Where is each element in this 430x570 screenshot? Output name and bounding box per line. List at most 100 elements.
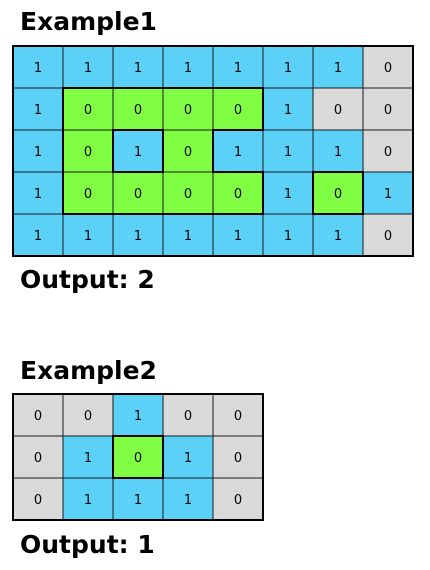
example2-cell-r2-c2: 1 xyxy=(112,477,164,521)
example1-cell-value: 0 xyxy=(384,61,392,76)
example1-cell-value: 1 xyxy=(384,187,392,202)
example1-cell-r1-c0: 1 xyxy=(12,87,64,131)
example1-cell-r4-c2: 1 xyxy=(112,213,164,257)
example2-cell-r1-c2: 0 xyxy=(112,435,164,479)
example1-cell-r1-c7: 0 xyxy=(362,87,414,131)
example1-cell-value: 0 xyxy=(384,103,392,118)
example1-cell-value: 1 xyxy=(234,145,242,160)
example2-cell-r1-c0: 0 xyxy=(12,435,64,479)
example2-cell-value: 1 xyxy=(184,493,192,508)
example1-cell-r1-c3: 0 xyxy=(162,87,214,131)
example2-cell-value: 0 xyxy=(34,493,42,508)
example1-cell-r4-c6: 1 xyxy=(312,213,364,257)
example1-cell-value: 1 xyxy=(234,61,242,76)
example1-cell-value: 1 xyxy=(84,229,92,244)
example1-cell-r3-c6: 0 xyxy=(312,171,364,215)
example2-grid-border xyxy=(12,393,264,521)
example1-cell-value: 1 xyxy=(284,103,292,118)
example2-cell-value: 0 xyxy=(184,409,192,424)
example2-cell-r0-c3: 0 xyxy=(162,393,214,437)
example1-cell-r0-c5: 1 xyxy=(262,45,314,89)
example1-cell-value: 1 xyxy=(334,145,342,160)
example1-cell-value: 1 xyxy=(334,229,342,244)
example1-cell-value: 0 xyxy=(334,103,342,118)
example1-cell-r2-c6: 1 xyxy=(312,129,364,173)
example1-cell-value: 1 xyxy=(134,61,142,76)
example1-cell-value: 1 xyxy=(334,61,342,76)
example1-output: Output: 2 xyxy=(20,265,155,294)
example1-cell-value: 1 xyxy=(284,145,292,160)
example1-cell-value: 0 xyxy=(134,103,142,118)
example1-cell-value: 1 xyxy=(34,61,42,76)
example1-cell-r3-c5: 1 xyxy=(262,171,314,215)
example1-cell-value: 1 xyxy=(284,229,292,244)
example2-cell-r1-c4: 0 xyxy=(212,435,264,479)
example1-cell-r3-c0: 1 xyxy=(12,171,64,215)
example2-cell-value: 1 xyxy=(134,493,142,508)
example1-cell-value: 0 xyxy=(184,145,192,160)
example1-cell-value: 1 xyxy=(34,229,42,244)
example2-cell-r0-c4: 0 xyxy=(212,393,264,437)
example1-cell-r0-c3: 1 xyxy=(162,45,214,89)
example1-cell-value: 0 xyxy=(384,229,392,244)
example1-cell-value: 0 xyxy=(184,187,192,202)
example1-cell-r3-c1: 0 xyxy=(62,171,114,215)
example1-cell-r2-c5: 1 xyxy=(262,129,314,173)
example1-cell-value: 1 xyxy=(284,61,292,76)
example2-cell-r2-c0: 0 xyxy=(12,477,64,521)
example2-output: Output: 1 xyxy=(20,530,155,559)
example1-cell-r0-c6: 1 xyxy=(312,45,364,89)
example1-cell-r1-c2: 0 xyxy=(112,87,164,131)
example1-cell-r3-c4: 0 xyxy=(212,171,264,215)
example1-cell-r0-c4: 1 xyxy=(212,45,264,89)
example2-cell-value: 0 xyxy=(134,451,142,466)
example1-cell-value: 0 xyxy=(84,103,92,118)
example1-cell-r2-c3: 0 xyxy=(162,129,214,173)
example2-cell-r0-c2: 1 xyxy=(112,393,164,437)
example1-cell-r4-c5: 1 xyxy=(262,213,314,257)
example2-cell-value: 0 xyxy=(84,409,92,424)
example1-cell-r0-c1: 1 xyxy=(62,45,114,89)
example1-cell-value: 0 xyxy=(184,103,192,118)
example1-cell-r2-c1: 0 xyxy=(62,129,114,173)
example1-cell-value: 1 xyxy=(284,187,292,202)
example2-cell-value: 1 xyxy=(84,493,92,508)
example2-cell-value: 0 xyxy=(34,451,42,466)
example1-cell-r3-c2: 0 xyxy=(112,171,164,215)
example1-cell-value: 0 xyxy=(84,145,92,160)
example1-cell-value: 1 xyxy=(34,187,42,202)
example1-cell-value: 0 xyxy=(84,187,92,202)
example1-cell-r0-c0: 1 xyxy=(12,45,64,89)
example1-cell-r2-c2: 1 xyxy=(112,129,164,173)
example1-cell-value: 1 xyxy=(184,229,192,244)
example1-cell-value: 1 xyxy=(134,145,142,160)
example2-cell-value: 0 xyxy=(234,409,242,424)
example2-cell-r2-c3: 1 xyxy=(162,477,214,521)
example1-cell-r0-c7: 0 xyxy=(362,45,414,89)
example1-cell-r0-c2: 1 xyxy=(112,45,164,89)
example1-cell-r1-c4: 0 xyxy=(212,87,264,131)
example2-cell-r1-c3: 1 xyxy=(162,435,214,479)
example2-title: Example2 xyxy=(20,356,157,385)
example1-cell-r4-c1: 1 xyxy=(62,213,114,257)
example1-cell-r3-c7: 1 xyxy=(362,171,414,215)
example1-cell-r1-c1: 0 xyxy=(62,87,114,131)
example1-title: Example1 xyxy=(20,7,157,36)
example1-cell-r2-c7: 0 xyxy=(362,129,414,173)
example2-cell-r1-c1: 1 xyxy=(62,435,114,479)
example1-cell-value: 1 xyxy=(234,229,242,244)
example1-cell-value: 0 xyxy=(234,103,242,118)
example1-cell-r2-c0: 1 xyxy=(12,129,64,173)
example2-cell-r2-c1: 1 xyxy=(62,477,114,521)
example1-cell-value: 1 xyxy=(34,103,42,118)
example2-cell-value: 0 xyxy=(34,409,42,424)
example1-cell-r4-c3: 1 xyxy=(162,213,214,257)
example2-cell-value: 1 xyxy=(184,451,192,466)
example1-cell-value: 1 xyxy=(84,61,92,76)
example2-cell-r0-c0: 0 xyxy=(12,393,64,437)
example1-cell-value: 0 xyxy=(384,145,392,160)
example1-cell-value: 1 xyxy=(34,145,42,160)
example1-cell-value: 1 xyxy=(134,229,142,244)
example1-cell-r1-c5: 1 xyxy=(262,87,314,131)
